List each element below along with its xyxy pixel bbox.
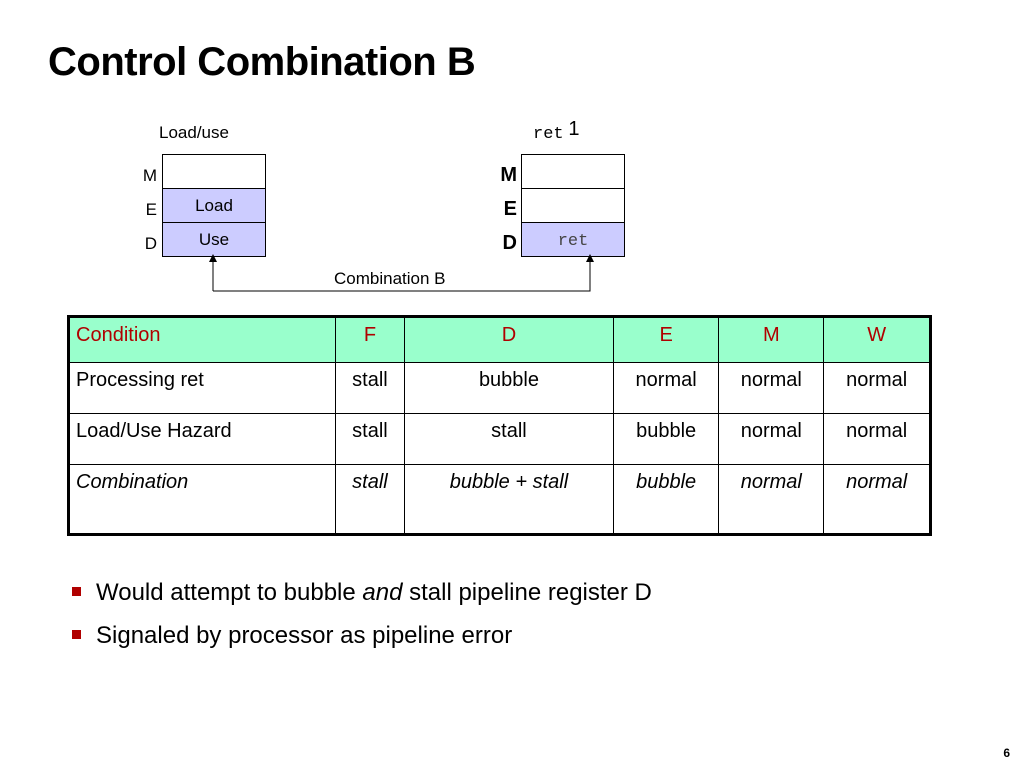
left-cell-use: Use [162,222,266,257]
header-w: W [823,316,931,363]
load-use-label: Load/use [159,123,229,142]
left-stage-m: M [142,166,157,185]
bullet-text-pre: Signaled by processor as pipeline error [96,622,513,649]
left-stage-d: D [144,234,157,253]
bullet-text-post: stall pipeline register D [402,579,652,606]
ret-label: ret 1 [533,118,580,144]
ret-label-number: 1 [568,118,580,140]
control-table: Condition F D E M W Processing ret stall… [67,315,932,536]
header-condition: Condition [68,316,336,363]
table-row: Combination stall bubble + stall bubble … [68,464,931,535]
row-condition: Combination [68,464,336,535]
row-f: stall [335,362,405,414]
row-condition: Load/Use Hazard [68,413,336,465]
row-w: normal [823,362,931,414]
header-f: F [335,316,405,363]
table-row: Load/Use Hazard stall stall bubble norma… [68,413,931,465]
right-cell-ret: ret [521,222,625,257]
slide-title: Control Combination B [48,40,476,84]
header-e: E [613,316,720,363]
row-condition: Processing ret [68,362,336,414]
combination-b-label: Combination B [334,269,446,288]
header-d: D [403,316,615,363]
row-e: normal [613,362,720,414]
row-f: stall [335,413,405,465]
row-m: normal [718,362,825,414]
connector-line [213,254,594,292]
bullet-item: Would attempt to bubble and stall pipeli… [70,578,652,608]
right-stage-d: D [502,232,517,254]
row-m: normal [718,464,825,535]
row-w: normal [823,413,931,465]
row-e: bubble [613,464,720,535]
row-d: stall [403,413,615,465]
bullet-square-icon [72,587,81,596]
ret-label-code: ret [533,125,564,144]
row-d: bubble + stall [403,464,615,535]
header-m: M [718,316,825,363]
page-number: 6 [1003,746,1010,760]
table-row: Processing ret stall bubble normal norma… [68,362,931,414]
combination-connector [209,254,594,292]
left-stage-e: E [145,200,157,219]
bullet-square-icon [72,630,81,639]
row-e: bubble [613,413,720,465]
bullet-item: Signaled by processor as pipeline error [70,621,652,651]
bullet-text-em: and [362,579,403,606]
row-w: normal [823,464,931,535]
bullet-text-pre: Would attempt to bubble [96,579,363,606]
right-stage-m: M [500,164,517,186]
row-m: normal [718,413,825,465]
bullet-list: Would attempt to bubble and stall pipeli… [70,578,652,664]
row-f: stall [335,464,405,535]
row-d: bubble [403,362,615,414]
right-stage-e: E [503,198,517,220]
table-header-row: Condition F D E M W [68,316,931,363]
